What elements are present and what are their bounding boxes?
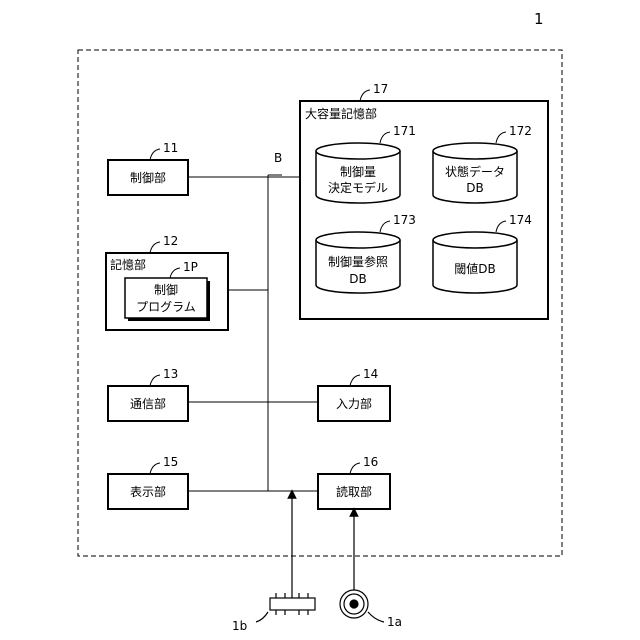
- control-program-line2: プログラム: [136, 300, 196, 314]
- display-unit-ref: 15: [163, 455, 178, 469]
- storage-unit-label: 記憶部: [110, 257, 146, 272]
- mass-storage-label: 大容量記憶部: [305, 106, 377, 121]
- storage-unit-ref: 12: [163, 234, 178, 248]
- db-173-line2: DB: [349, 272, 366, 286]
- db-171-line2: 決定モデル: [328, 180, 388, 195]
- db-174-ref: 174: [509, 213, 532, 227]
- control-program-ref: 1P: [183, 260, 198, 274]
- comm-unit-label: 通信部: [130, 396, 166, 411]
- input-unit-block: 入力部 14: [318, 367, 390, 421]
- db-173-line1: 制御量参照: [328, 254, 388, 269]
- control-unit-block: 制御部 11: [108, 141, 188, 195]
- db-172-ref: 172: [509, 124, 532, 138]
- usb-device: [256, 494, 315, 622]
- db-171-ref: 171: [393, 124, 416, 138]
- control-program-line1: 制御: [154, 282, 178, 297]
- usb-device-ref: 1b: [232, 619, 247, 633]
- control-unit-ref: 11: [163, 141, 178, 155]
- display-unit-block: 表示部 15: [108, 455, 188, 509]
- db-174-line1: 閾値DB: [454, 261, 495, 276]
- db-171-line1: 制御量: [340, 164, 376, 179]
- control-unit-label: 制御部: [130, 170, 166, 185]
- reader-unit-ref: 16: [363, 455, 378, 469]
- storage-unit-block: 記憶部 12 制御 プログラム 1P: [106, 234, 228, 330]
- system-bus: [188, 175, 318, 491]
- input-unit-ref: 14: [363, 367, 378, 381]
- db-172-line2: DB: [466, 181, 483, 195]
- comm-unit-ref: 13: [163, 367, 178, 381]
- reader-unit-label: 読取部: [336, 484, 372, 499]
- bus-label: B: [274, 151, 282, 165]
- input-unit-label: 入力部: [336, 396, 372, 411]
- disc-ref: 1a: [387, 615, 402, 629]
- mass-storage-ref: 17: [373, 82, 388, 96]
- display-unit-label: 表示部: [130, 484, 166, 499]
- reader-unit-block: 読取部 16: [318, 455, 390, 509]
- db-173-ref: 173: [393, 213, 416, 227]
- db-172-line1: 状態データ: [445, 164, 505, 179]
- figure-number: 1: [534, 10, 544, 28]
- disc-icon: [340, 512, 384, 622]
- comm-unit-block: 通信部 13: [108, 367, 188, 421]
